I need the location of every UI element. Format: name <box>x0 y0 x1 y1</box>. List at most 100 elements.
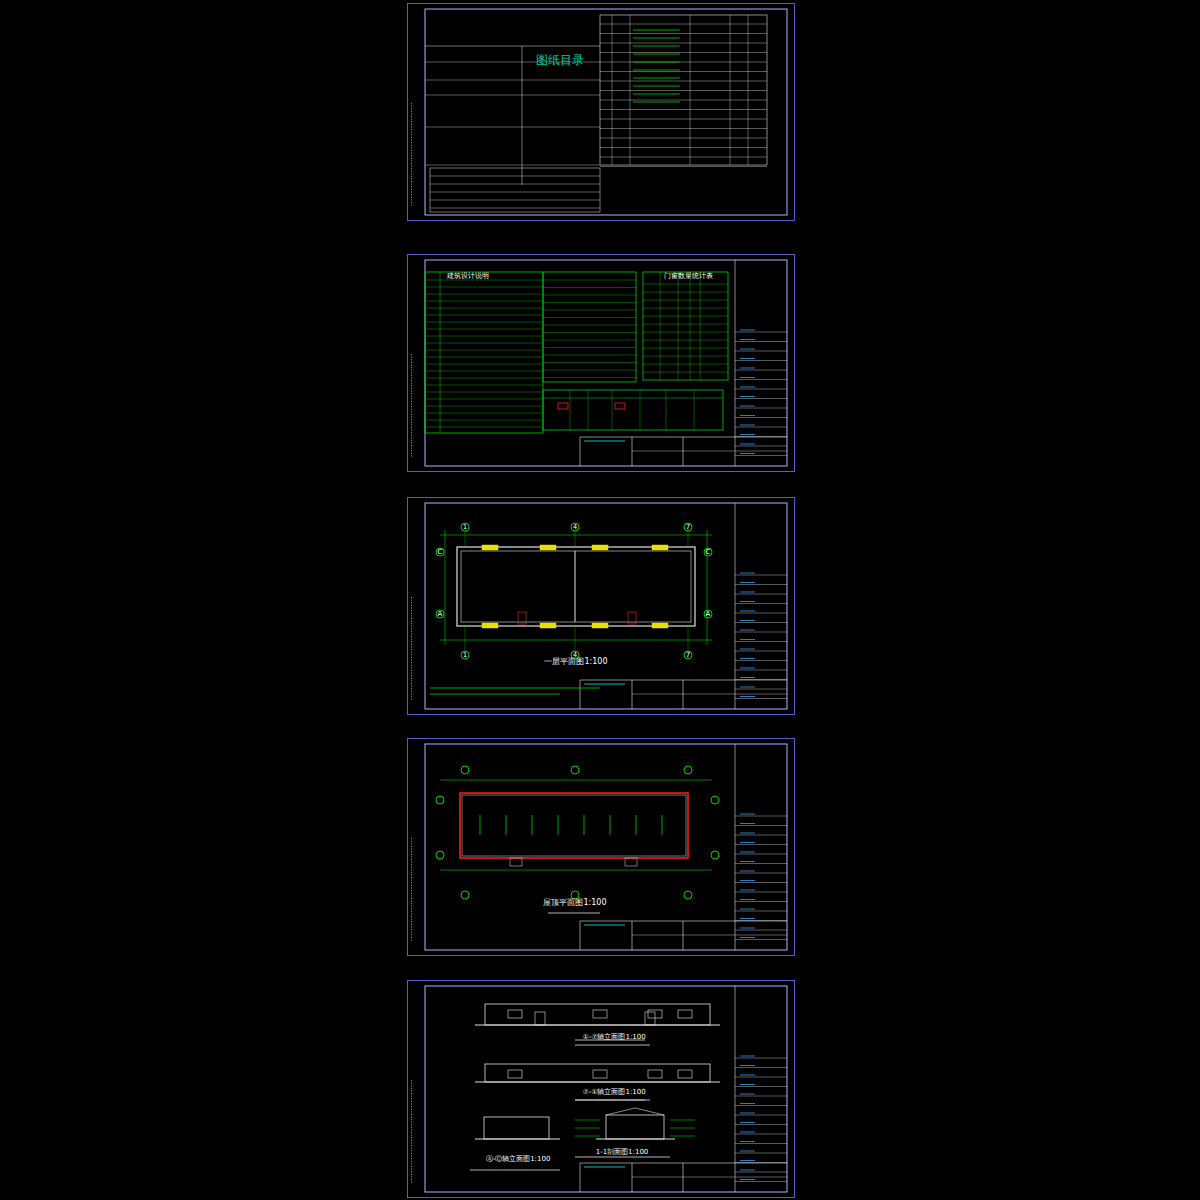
margin-text <box>411 152 412 153</box>
margin-text <box>411 854 412 855</box>
margin-text <box>411 134 412 135</box>
cad-line <box>740 937 755 938</box>
cad-line <box>688 531 689 547</box>
margin-text <box>411 1083 412 1084</box>
margin-text <box>411 1166 412 1167</box>
cad-rect <box>593 1070 607 1078</box>
cad-line <box>632 694 787 695</box>
margin-text <box>411 1103 412 1104</box>
margin-text <box>411 455 412 456</box>
cad-line <box>430 694 560 695</box>
cad-rect <box>628 612 636 624</box>
cad-rect <box>652 545 668 550</box>
margin-text <box>411 411 412 412</box>
margin-text <box>411 613 412 614</box>
margin-text <box>411 1098 412 1099</box>
margin-text <box>411 401 412 402</box>
margin-text <box>411 176 412 177</box>
margin-text <box>411 147 412 148</box>
axis-bubble <box>436 610 444 618</box>
cad-line <box>740 677 755 678</box>
margin-text <box>411 1122 412 1123</box>
margin-text <box>411 898 412 899</box>
cad-rect <box>593 1010 607 1018</box>
cad-line <box>425 322 543 323</box>
cad-line <box>740 1075 755 1076</box>
margin-text <box>411 691 412 692</box>
axis-number: 7 <box>686 652 690 659</box>
margin-text <box>411 693 412 694</box>
cad-line <box>740 339 755 340</box>
cad-line <box>475 1081 720 1082</box>
cad-line <box>740 1132 755 1133</box>
margin-text <box>411 1135 412 1136</box>
margin-text <box>411 121 412 122</box>
margin-text <box>411 900 412 901</box>
cad-line <box>740 899 755 900</box>
cad-line <box>660 272 661 380</box>
cad-line <box>425 385 543 386</box>
cad-line <box>575 531 576 547</box>
cad-line <box>425 413 543 414</box>
cad-rect <box>678 1010 692 1018</box>
cad-line <box>440 780 712 781</box>
margin-text <box>411 427 412 428</box>
cad-line <box>425 336 543 337</box>
cad-line <box>735 901 787 902</box>
cad-line <box>543 325 636 326</box>
cad-line <box>425 392 543 393</box>
margin-text <box>411 937 412 938</box>
cad-line <box>588 390 589 430</box>
margin-text <box>411 657 412 658</box>
margin-text <box>411 672 412 673</box>
cad-line <box>740 592 755 593</box>
margin-text <box>411 680 412 681</box>
axis-bubble <box>571 766 579 774</box>
margin-text <box>411 696 412 697</box>
margin-text <box>411 919 412 920</box>
margin-text <box>411 367 412 368</box>
margin-text <box>411 913 412 914</box>
cad-line <box>735 698 787 699</box>
cad-line <box>740 1113 755 1114</box>
cad-line <box>425 287 543 288</box>
axis-number: C <box>706 549 711 556</box>
cad-line <box>584 1167 625 1168</box>
cad-line <box>643 292 728 293</box>
cad-line <box>740 890 755 891</box>
margin-text <box>411 113 412 114</box>
cad-line <box>543 310 636 311</box>
margin-text <box>411 142 412 143</box>
cad-line <box>678 272 679 380</box>
cad-line <box>522 46 523 185</box>
cad-line <box>735 1115 787 1116</box>
cad-line <box>425 315 543 316</box>
cad-line <box>425 329 543 330</box>
margin-text <box>411 398 412 399</box>
cad-line <box>740 1179 755 1180</box>
cad-line <box>735 341 787 342</box>
cad-rect <box>460 793 688 858</box>
margin-text <box>411 388 412 389</box>
cad-line <box>735 613 787 614</box>
cad-line <box>543 280 636 281</box>
cad-line <box>670 1136 695 1137</box>
cad-line <box>735 427 787 428</box>
margin-text <box>411 887 412 888</box>
cad-line <box>425 343 543 344</box>
axis-number: 7 <box>686 524 690 531</box>
cad-line <box>735 825 787 826</box>
margin-text <box>411 137 412 138</box>
cad-line <box>600 157 767 158</box>
cad-line <box>643 372 728 373</box>
margin-text <box>411 165 412 166</box>
cad-line <box>735 370 787 371</box>
cad-line <box>543 287 636 288</box>
margin-text <box>411 895 412 896</box>
axis-bubble <box>461 766 469 774</box>
cad-rect <box>425 503 787 709</box>
cad-line <box>643 340 728 341</box>
margin-text <box>411 1179 412 1180</box>
cad-line <box>735 660 787 661</box>
margin-text <box>411 124 412 125</box>
